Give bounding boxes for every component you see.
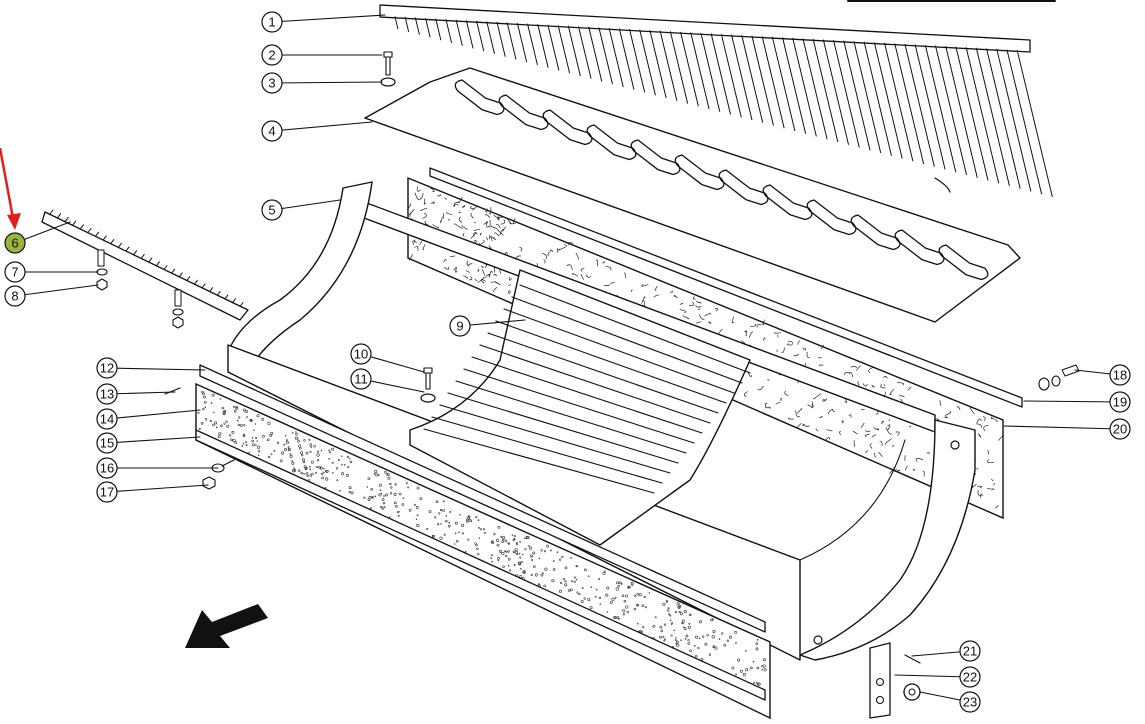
callout-4: 4 (261, 120, 283, 142)
callout-3: 3 (261, 72, 283, 94)
callout-number: 10 (354, 347, 368, 362)
callout-circle (959, 666, 981, 688)
callout-number: 21 (963, 644, 977, 659)
callout-2: 2 (261, 44, 283, 66)
callout-number: 11 (354, 372, 368, 387)
leader-line-14 (106, 409, 201, 420)
callout-number: 6 (11, 236, 18, 251)
callout-19: 19 (1109, 391, 1131, 413)
callout-circle (96, 481, 118, 503)
callout-18: 18 (1109, 364, 1131, 386)
callout-number: 20 (1113, 422, 1127, 437)
callout-number: 22 (963, 670, 977, 685)
callout-number: 18 (1113, 368, 1127, 383)
callout-11: 11 (350, 368, 372, 390)
callout-circle (261, 120, 283, 142)
callout-1: 1 (261, 11, 283, 33)
leader-line-3 (271, 81, 383, 84)
front-strips (195, 364, 771, 720)
callout-17: 17 (96, 481, 118, 503)
callout-circle (350, 368, 372, 390)
callout-10: 10 (350, 343, 372, 365)
callout-16: 16 (96, 457, 118, 479)
callout-number: 19 (1113, 395, 1127, 410)
leader-line-1 (271, 14, 386, 23)
leader-line-15 (106, 436, 201, 444)
red-pointer-arrow-icon (0, 147, 21, 230)
callout-15: 15 (96, 432, 118, 454)
callout-number: 9 (456, 319, 463, 334)
leader-line-19 (1023, 400, 1121, 403)
callout-5: 5 (261, 199, 283, 221)
callout-circle (959, 691, 981, 713)
wear-strip (41, 209, 249, 321)
leader-line-8 (14, 284, 99, 297)
callout-20: 20 (1109, 418, 1131, 440)
callout-number: 12 (100, 361, 114, 376)
callout-number: 17 (100, 485, 114, 500)
callout-number: 5 (268, 203, 275, 218)
callout-circle (261, 11, 283, 33)
leader-line-4 (271, 121, 373, 132)
leader-line-12 (106, 367, 206, 371)
callout-number: 8 (11, 289, 18, 304)
callout-circle (1109, 418, 1131, 440)
callout-7: 7 (4, 261, 26, 283)
callout-number: 1 (268, 15, 275, 30)
callout-number: 7 (11, 265, 18, 280)
callout-circle (1109, 364, 1131, 386)
leader-line-17 (106, 484, 209, 493)
callout-23: 23 (959, 691, 981, 713)
callout-number: 14 (100, 412, 114, 427)
callout-circle (96, 357, 118, 379)
callout-number: 3 (268, 76, 275, 91)
callout-circle (96, 408, 118, 430)
leader-line-13 (106, 391, 176, 395)
callout-circle (261, 44, 283, 66)
leader-line-20 (1003, 425, 1121, 430)
callout-number: 15 (100, 436, 114, 451)
callout-number: 23 (963, 695, 977, 710)
callout-circle (959, 640, 981, 662)
callout-circle (261, 199, 283, 221)
callout-8: 8 (4, 285, 26, 307)
callout-number: 13 (100, 387, 114, 402)
callout-circle (96, 383, 118, 405)
callout-22: 22 (959, 666, 981, 688)
comb-strip (379, 4, 1053, 198)
callout-circle (350, 343, 372, 365)
leader-line-9 (459, 319, 526, 327)
ribbed-grate (409, 269, 751, 546)
callout-circle (449, 315, 471, 337)
callout-circle (4, 285, 26, 307)
callout-number: 4 (268, 124, 275, 139)
callout-circle (4, 232, 26, 254)
callout-9: 9 (449, 315, 471, 337)
callout-13: 13 (96, 383, 118, 405)
slotted-cover-plate (364, 67, 1021, 323)
callout-21: 21 (959, 640, 981, 662)
callout-14: 14 (96, 408, 118, 430)
callout-circle (96, 457, 118, 479)
leader-line-10 (360, 353, 425, 373)
hardware-items (96, 51, 1080, 719)
callout-6: 6 (4, 232, 26, 254)
callout-circle (96, 432, 118, 454)
callout-12: 12 (96, 357, 118, 379)
callout-number: 2 (268, 48, 275, 63)
leader-line-22 (894, 674, 971, 678)
callout-number: 16 (100, 461, 114, 476)
callout-circle (4, 261, 26, 283)
leader-line-11 (360, 378, 425, 393)
direction-arrow-icon (185, 604, 268, 648)
long-flat-bar (429, 167, 1023, 408)
callout-circle (1109, 391, 1131, 413)
callout-circle (261, 72, 283, 94)
leader-line-5 (271, 199, 341, 211)
